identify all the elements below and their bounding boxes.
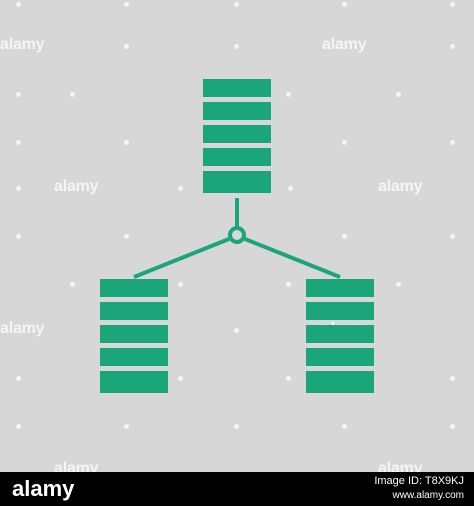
watermark-dot (16, 2, 21, 7)
watermark-dot (342, 424, 347, 429)
watermark-dot (16, 376, 21, 381)
server-segment (100, 348, 168, 366)
server-top (203, 79, 271, 193)
watermark-logo: alamy (0, 320, 45, 337)
database-network-icon (100, 79, 374, 393)
server-segment (100, 302, 168, 320)
watermark-dot (342, 140, 347, 145)
watermark-dot (450, 376, 455, 381)
server-segment (306, 302, 374, 320)
watermark-dot (16, 234, 21, 239)
watermark-dot (342, 234, 347, 239)
watermark-logo: alamy (378, 178, 423, 195)
server-segment (306, 348, 374, 366)
watermark-dot (450, 424, 455, 429)
server-left (100, 279, 168, 393)
server-segment (306, 279, 374, 297)
watermark-dot (286, 376, 291, 381)
watermark-dot (70, 282, 75, 287)
watermark-dot (124, 2, 129, 7)
watermark-dot (450, 44, 455, 49)
connector-line-left (133, 237, 230, 279)
watermark-dot (16, 424, 21, 429)
watermark-dot (16, 186, 21, 191)
server-right (306, 279, 374, 393)
watermark-dot (16, 92, 21, 97)
connector-line-right (244, 237, 341, 279)
watermark-dot (178, 376, 183, 381)
watermark-dot (342, 2, 347, 7)
watermark-dot (450, 234, 455, 239)
server-segment (203, 125, 271, 143)
watermark-dot (288, 186, 293, 191)
server-segment (306, 325, 374, 343)
watermark-logo: alamy (54, 178, 99, 195)
footer-logo: alamy (12, 476, 75, 501)
watermark-dot (450, 140, 455, 145)
watermark-dot (124, 234, 129, 239)
image-id-label: Image ID: T8X9KJ (374, 475, 464, 487)
server-segment (100, 279, 168, 297)
server-segment (306, 371, 374, 393)
watermark-dot (178, 282, 183, 287)
watermark-dot (234, 328, 239, 333)
watermark-dot (178, 186, 183, 191)
watermark-dot (234, 424, 239, 429)
server-segment (203, 148, 271, 166)
watermark-logo: alamy (322, 36, 367, 53)
watermark-logo: alamy (0, 36, 45, 53)
server-segment (100, 371, 168, 393)
watermark-dot (450, 2, 455, 7)
server-segment (203, 102, 271, 120)
watermark-dot (124, 140, 129, 145)
watermark-dot (16, 140, 21, 145)
watermark-dot (124, 44, 129, 49)
footer-bar: alamy Image ID: T8X9KJ www.alamy.com (0, 472, 474, 506)
server-segment (203, 79, 271, 97)
watermark-dot (70, 92, 75, 97)
watermark-dot (234, 44, 239, 49)
server-segment (100, 325, 168, 343)
server-segment (203, 171, 271, 193)
watermark-dot (234, 2, 239, 7)
connector-lines (133, 198, 341, 279)
watermark-dot (286, 92, 291, 97)
hub-node (228, 226, 246, 244)
footer-url: www.alamy.com (392, 490, 465, 501)
watermark-dot (124, 424, 129, 429)
watermark-dot (396, 282, 401, 287)
watermark-dot (286, 282, 291, 287)
watermark-dot (396, 92, 401, 97)
